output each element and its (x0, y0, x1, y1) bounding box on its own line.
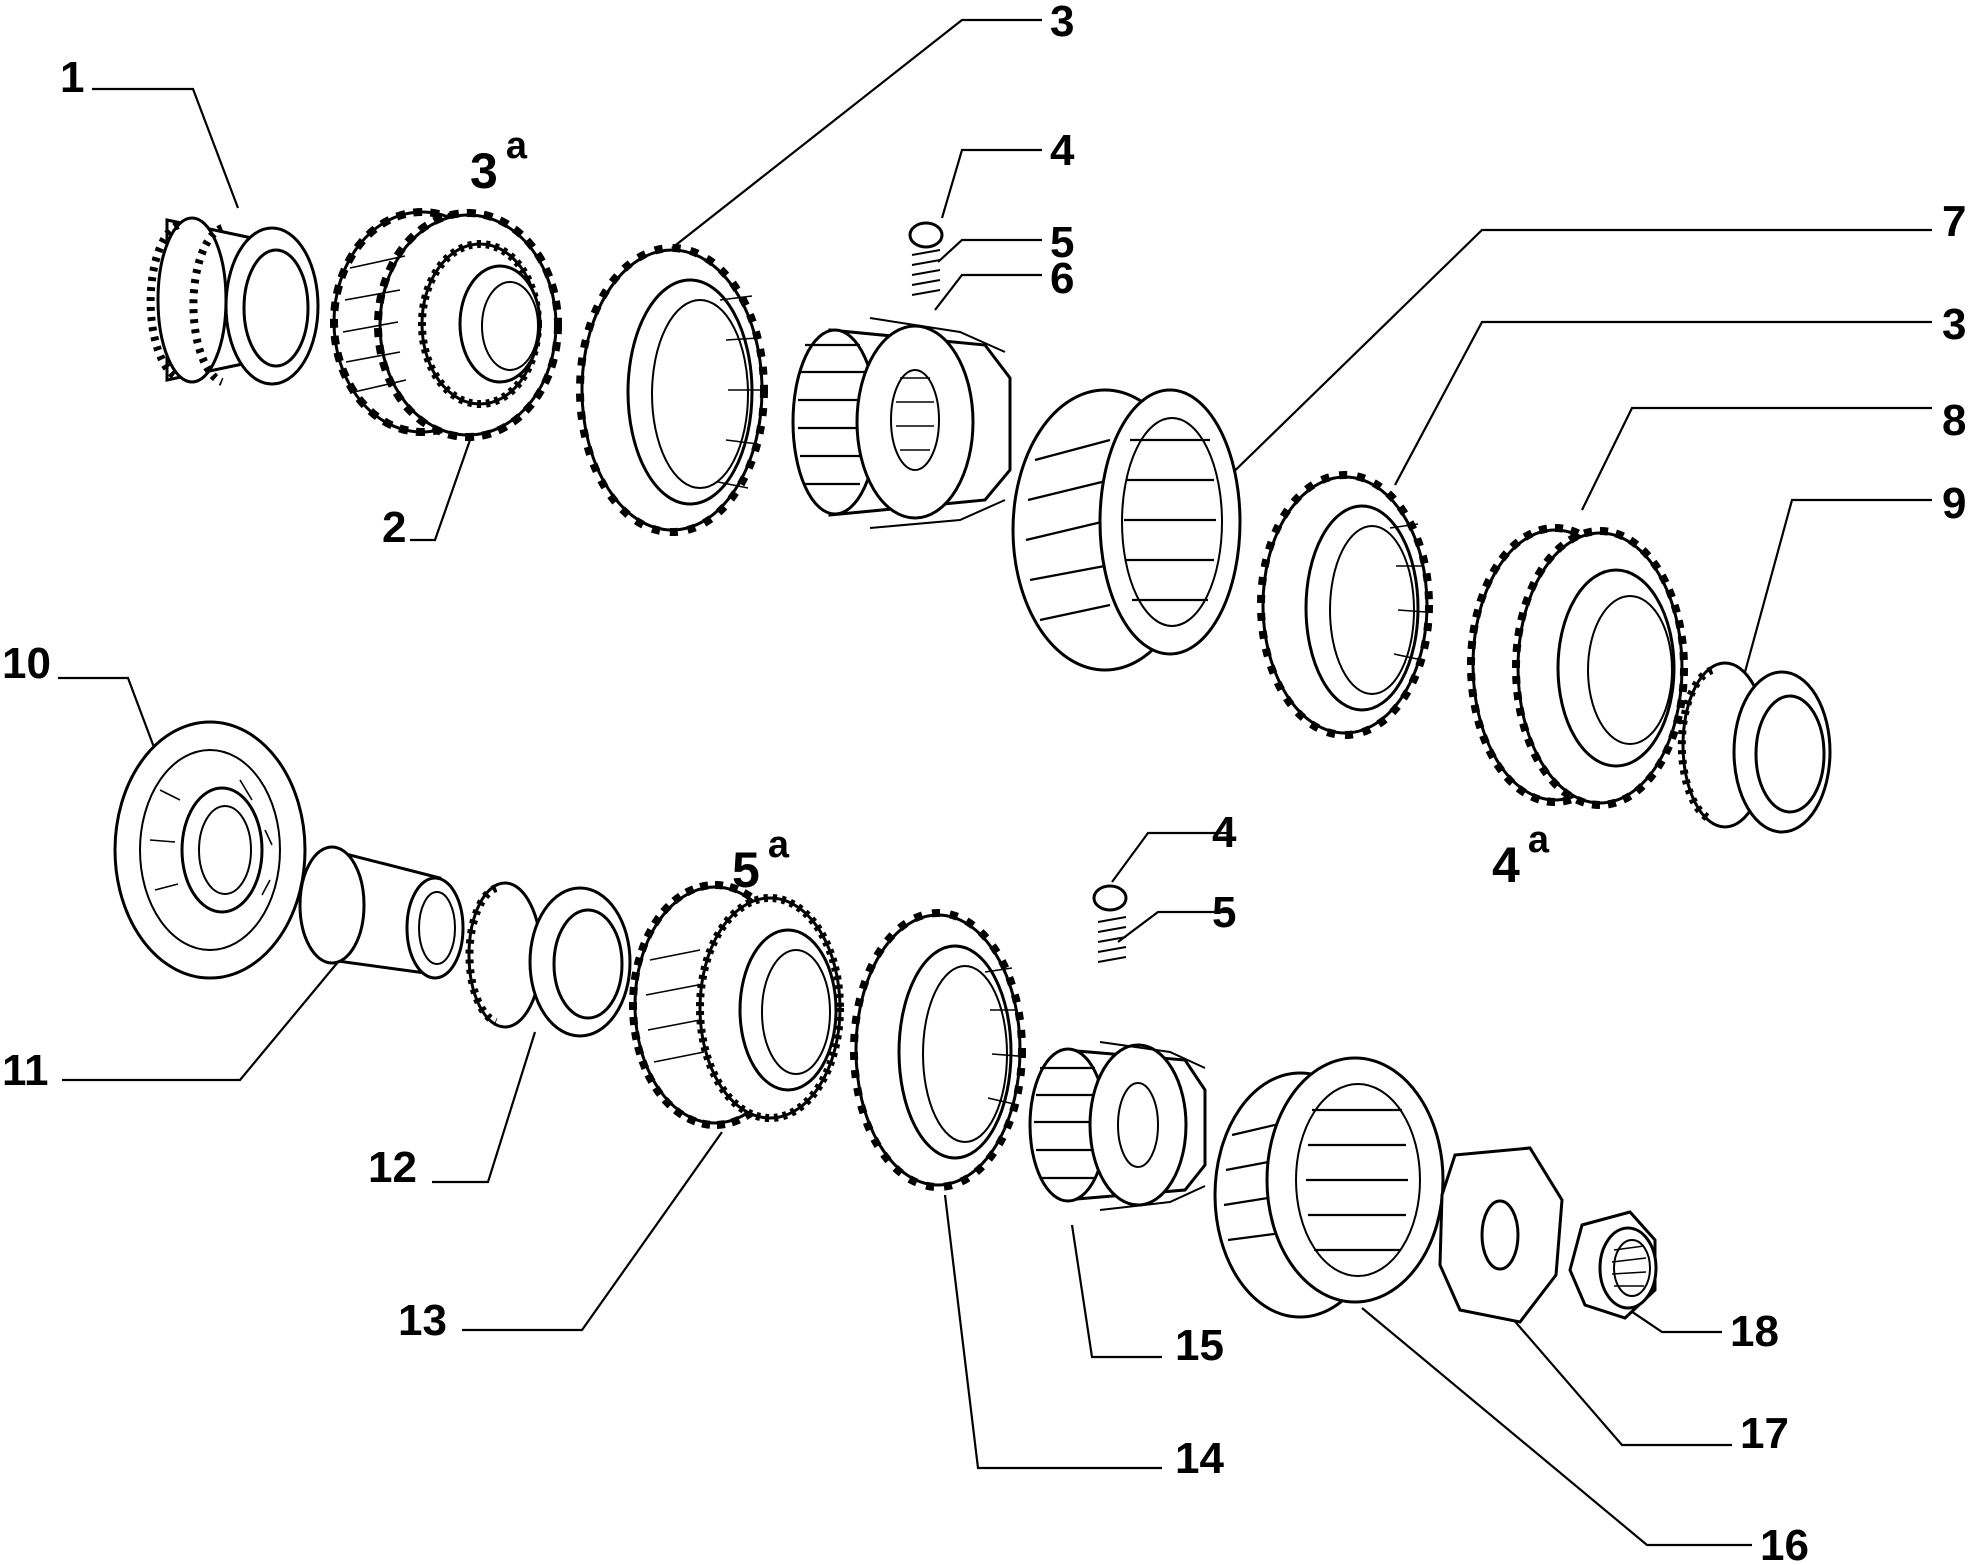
part-5-spring-bottom (1097, 916, 1127, 963)
leader-5-top (937, 238, 1042, 263)
gear-label-3a-sup: a (506, 125, 528, 167)
callout-13: 13 (398, 1296, 447, 1345)
callout-9: 9 (1942, 479, 1966, 528)
callout-8: 8 (1942, 396, 1966, 445)
callout-10: 10 (2, 639, 51, 688)
leader-6 (934, 273, 1042, 311)
callout-17: 17 (1740, 1409, 1789, 1458)
callout-2: 2 (382, 503, 406, 552)
part-1-needle-bearing (146, 216, 320, 386)
leader-10 (58, 676, 160, 759)
part-15-synchro-hub (1028, 1041, 1207, 1211)
part-18-nut (1568, 1210, 1658, 1320)
part-9-needle-bearing (1677, 661, 1832, 834)
leader-7 (1214, 228, 1932, 491)
leader-lines (58, 18, 1932, 1547)
part-2-third-gear (330, 208, 562, 441)
leader-2 (410, 439, 472, 542)
gear-label-5a-num: 5 (732, 842, 760, 898)
leader-8 (1581, 406, 1932, 511)
leader-3-mid (1394, 320, 1932, 486)
callout-5-bottom: 5 (1212, 888, 1236, 937)
callout-5-top: 5 (1050, 218, 1074, 267)
callout-1: 1 (60, 53, 84, 102)
callout-4-top: 4 (1050, 126, 1075, 175)
leader-9 (1743, 498, 1932, 673)
leader-18 (1621, 1304, 1722, 1334)
callout-16: 16 (1760, 1521, 1809, 1565)
leader-4-bot (1111, 831, 1232, 883)
part-3-synchro-ring-mid (1257, 471, 1433, 739)
leader-4-top (940, 148, 1042, 219)
callout-7: 7 (1942, 197, 1966, 246)
leader-14 (943, 1194, 1162, 1470)
callout-3-top: 3 (1050, 0, 1074, 46)
leader-13 (462, 1131, 723, 1332)
gear-label-3a-num: 3 (470, 143, 498, 199)
part-7-sliding-sleeve (1011, 388, 1242, 672)
leader-11 (62, 961, 339, 1082)
callout-11: 11 (2, 1046, 49, 1095)
gear-label-4a-num: 4 (1492, 837, 1520, 893)
part-4-detent-ball-bottom (1092, 884, 1128, 912)
part-12-needle-bearing (465, 881, 632, 1038)
callout-12: 12 (368, 1143, 417, 1192)
leader-5-bot (1117, 910, 1232, 943)
gear-label-5a-sup: a (768, 824, 790, 866)
leader-15 (1070, 1224, 1162, 1359)
callout-18: 18 (1730, 1307, 1779, 1356)
part-10-ball-bearing (113, 720, 307, 980)
part-4-detent-ball-top (908, 221, 944, 249)
leader-1 (92, 87, 240, 209)
part-8-fourth-gear (1467, 524, 1688, 809)
callout-6: 6 (1050, 254, 1074, 303)
leader-17 (1511, 1317, 1732, 1447)
callout-4-bottom: 4 (1212, 808, 1237, 857)
leader-3-top (671, 18, 1042, 249)
part-14-synchro-ring (850, 909, 1026, 1191)
part-17-lock-plate (1438, 1146, 1564, 1324)
callout-15: 15 (1175, 1321, 1224, 1370)
leader-16 (1361, 1307, 1752, 1547)
part-13-fifth-gear (629, 881, 844, 1129)
callout-3-mid: 3 (1942, 300, 1966, 349)
part-6-synchro-hub (791, 317, 1012, 529)
gear-label-4a-sup: a (1528, 819, 1550, 861)
part-3-synchro-ring-top (576, 244, 768, 536)
part-5-spring-top (911, 249, 941, 296)
part-11-bush (298, 845, 465, 980)
leader-12 (432, 1031, 537, 1184)
callout-14: 14 (1175, 1434, 1224, 1483)
part-16-sliding-sleeve (1213, 1056, 1445, 1319)
